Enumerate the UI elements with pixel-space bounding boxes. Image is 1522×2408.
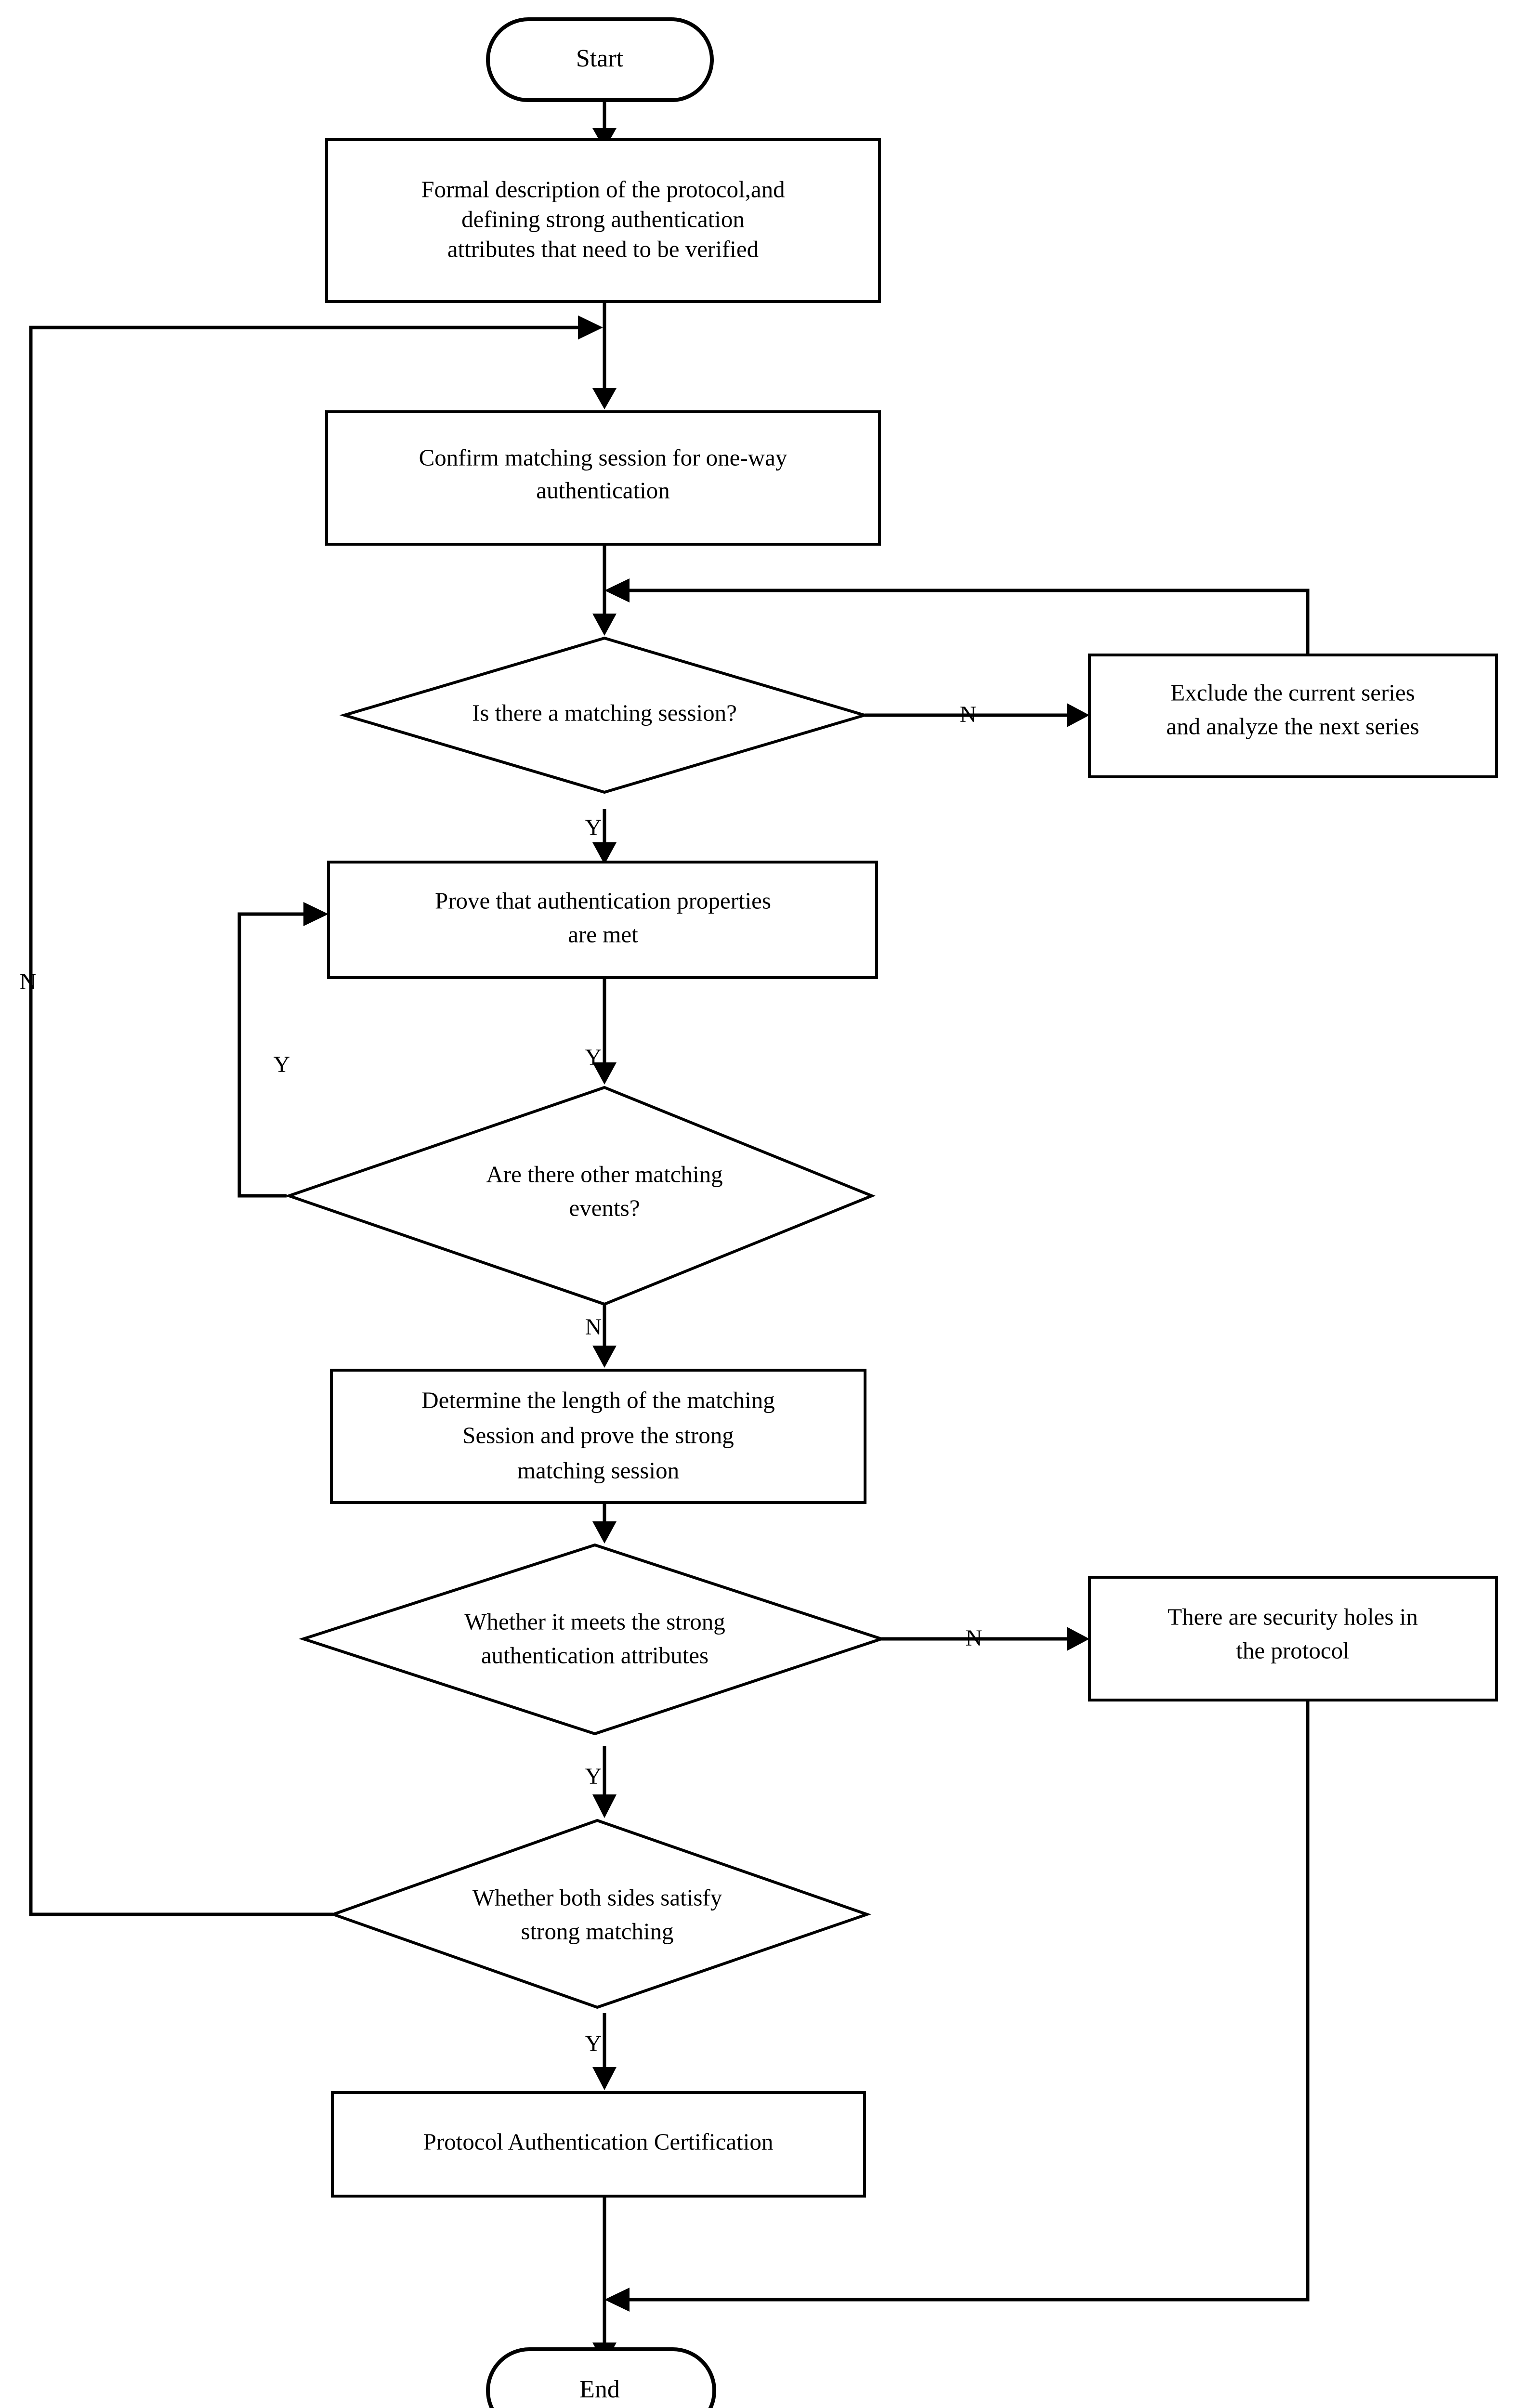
edge-security-holes-to-end bbox=[604, 1700, 1310, 2312]
edge-label-both-sides-no: N bbox=[20, 969, 37, 995]
edge-confirm-to-is-matching bbox=[592, 544, 617, 636]
node-exclude-line1: Exclude the current series bbox=[1170, 679, 1415, 706]
node-both-sides-strong-matching[interactable]: Whether both sides satisfy strong matchi… bbox=[329, 1819, 872, 2009]
edge-both-sides-no-loop bbox=[29, 315, 603, 1916]
node-security-holes-line2: the protocol bbox=[1236, 1637, 1349, 1663]
node-confirm-line2: authentication bbox=[536, 477, 670, 503]
node-both-sides-line2: strong matching bbox=[521, 1918, 673, 1944]
node-prove-line2: are met bbox=[568, 921, 638, 947]
node-prove-line1: Prove that authentication properties bbox=[435, 887, 771, 914]
node-security-holes-line1: There are security holes in bbox=[1168, 1603, 1418, 1630]
edge-label-matching-session-no: N bbox=[960, 702, 977, 727]
edge-label-prove-loop-yes: Y bbox=[274, 1052, 290, 1077]
edge-determine-to-meets bbox=[592, 1503, 617, 1544]
edge-is-matching-yes bbox=[592, 809, 617, 864]
edge-meets-yes bbox=[592, 1746, 617, 1818]
node-formal-description-line1: Formal description of the protocol,and bbox=[421, 176, 785, 202]
node-confirm-matching-session[interactable]: Confirm matching session for one-way aut… bbox=[325, 410, 881, 546]
edge-label-both-sides-yes: Y bbox=[585, 2031, 602, 2056]
node-determine-length[interactable]: Determine the length of the matching Ses… bbox=[330, 1369, 866, 1504]
node-confirm-line1: Confirm matching session for one-way bbox=[419, 444, 787, 471]
edge-is-matching-no bbox=[865, 703, 1089, 727]
edge-label-prove-out-yes: Y bbox=[585, 1045, 602, 1070]
edge-certification-to-end bbox=[592, 2196, 617, 2365]
node-meets-line2: authentication attributes bbox=[481, 1642, 709, 1668]
node-protocol-certification[interactable]: Protocol Authentication Certification bbox=[331, 2091, 866, 2198]
edge-formal-to-confirm bbox=[592, 301, 617, 409]
node-meets-line1: Whether it meets the strong bbox=[464, 1608, 725, 1635]
node-start-label: Start bbox=[576, 45, 624, 72]
edge-label-meets-yes: Y bbox=[585, 1764, 602, 1789]
edge-both-sides-yes bbox=[592, 2013, 617, 2090]
node-other-events-line1: Are there other matching bbox=[486, 1161, 722, 1187]
node-formal-description-line3: attributes that need to be verified bbox=[447, 236, 759, 262]
edge-label-other-events-no: N bbox=[585, 1314, 602, 1340]
node-start[interactable]: Start bbox=[486, 17, 714, 102]
node-other-events-line2: events? bbox=[569, 1194, 640, 1221]
node-other-matching-events[interactable]: Are there other matching events? bbox=[284, 1086, 876, 1306]
node-determine-line2: Session and prove the strong bbox=[462, 1422, 734, 1448]
node-exclude-current-series[interactable]: Exclude the current series and analyze t… bbox=[1088, 654, 1498, 778]
node-determine-line3: matching session bbox=[517, 1457, 679, 1483]
edge-label-meets-no: N bbox=[966, 1625, 983, 1651]
node-both-sides-line1: Whether both sides satisfy bbox=[472, 1884, 722, 1911]
node-formal-description-line2: defining strong authentication bbox=[461, 206, 745, 232]
edge-exclude-loop-back bbox=[604, 578, 1310, 655]
edge-meets-no bbox=[881, 1627, 1089, 1651]
node-certification-label: Protocol Authentication Certification bbox=[423, 2128, 774, 2155]
node-is-matching-session-line1: Is there a matching session? bbox=[472, 699, 737, 726]
node-is-matching-session[interactable]: Is there a matching session? bbox=[339, 636, 870, 794]
node-determine-line1: Determine the length of the matching bbox=[421, 1387, 774, 1413]
node-exclude-line2: and analyze the next series bbox=[1166, 713, 1419, 739]
edge-prove-to-other-events bbox=[592, 977, 617, 1085]
node-formal-description[interactable]: Formal description of the protocol,and d… bbox=[325, 138, 881, 303]
node-prove-auth-properties[interactable]: Prove that authentication properties are… bbox=[327, 861, 878, 979]
node-end-label: End bbox=[579, 2376, 620, 2403]
edge-other-events-yes-loop bbox=[237, 902, 328, 1198]
edge-label-matching-session-yes: Y bbox=[585, 815, 602, 840]
node-end[interactable]: End bbox=[486, 2347, 716, 2408]
node-security-holes[interactable]: There are security holes in the protocol bbox=[1088, 1576, 1498, 1701]
node-meets-strong-attributes[interactable]: Whether it meets the strong authenticati… bbox=[299, 1543, 886, 1736]
